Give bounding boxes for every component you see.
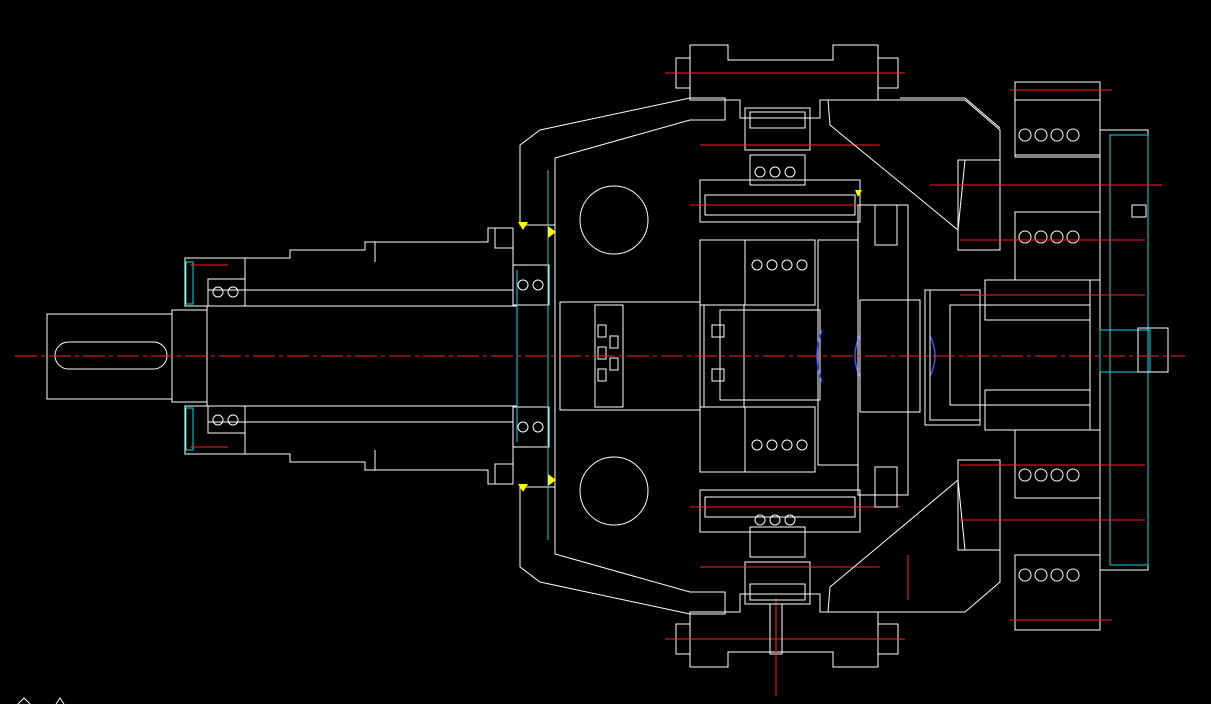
- ucs-axis-icon: [17, 697, 65, 704]
- planet-gear-bottom: [700, 514, 880, 605]
- second-stage: [857, 204, 1091, 508]
- output-housing: [827, 81, 1169, 631]
- top-flange: [665, 44, 905, 119]
- input-end-cap: [184, 257, 246, 455]
- bottom-flange: [665, 593, 905, 696]
- planet-gear-top: [700, 107, 880, 186]
